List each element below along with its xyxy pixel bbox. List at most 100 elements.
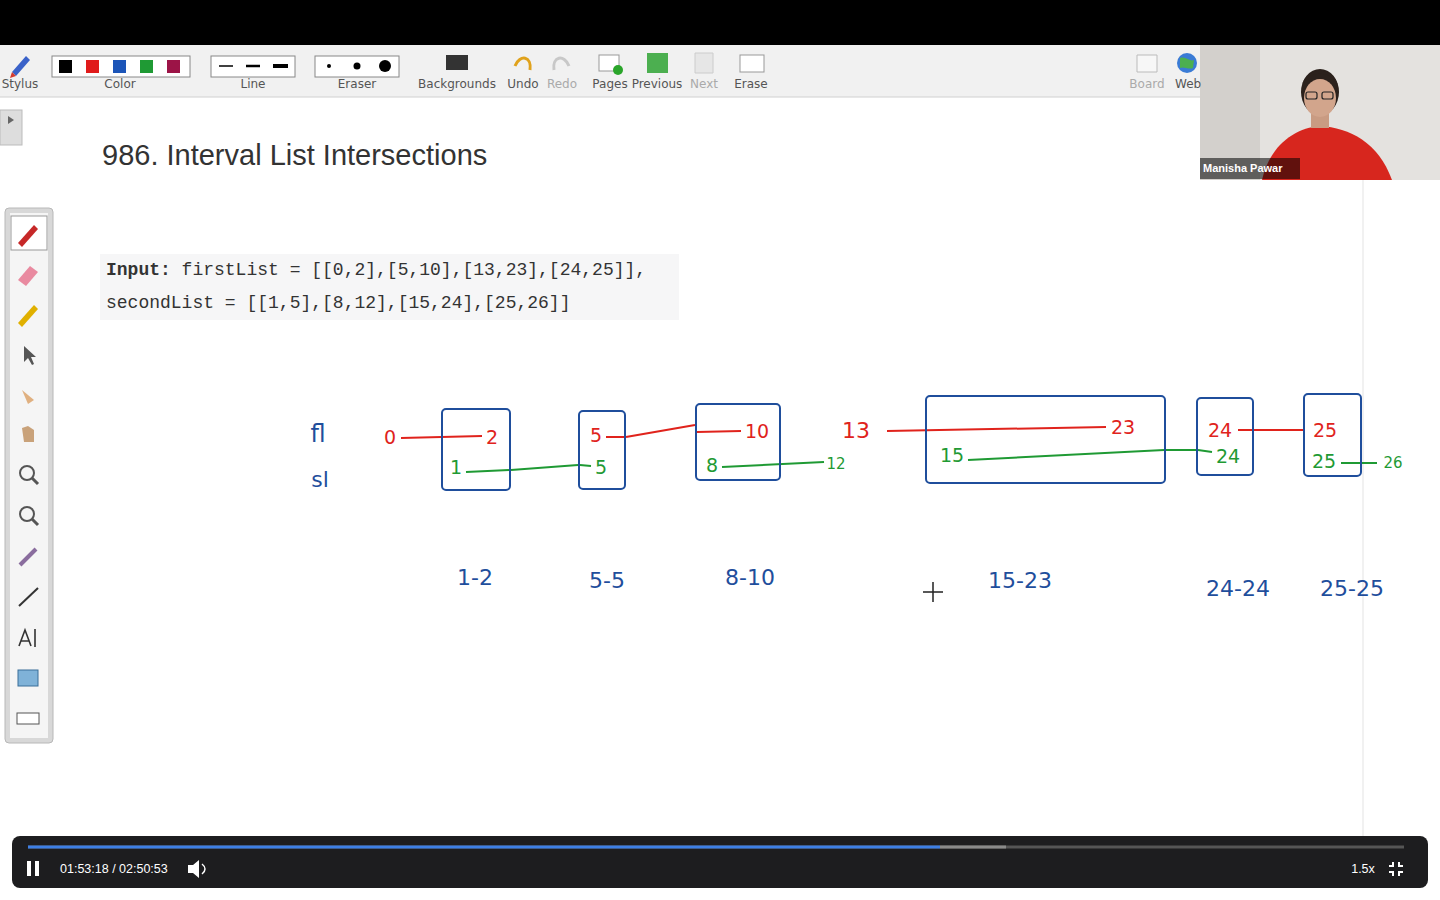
intersection-box: 21 [441,408,511,491]
fullscreen-icon [1389,862,1403,876]
undo-icon [515,58,530,70]
interval-segment [511,465,578,470]
interval-endpoint: 5 [595,457,607,477]
interval-line [697,431,741,432]
color-swatch [113,60,126,73]
color-swatch [86,60,99,73]
dropper-tool [20,549,36,565]
label-text: 01:53:18 / 02:50:53 [60,862,168,876]
interval-segment [1166,449,1196,451]
interval-endpoint: 5 [590,425,602,445]
line-tool [19,588,38,606]
label-text: Eraser [338,78,376,92]
pen-tool [18,225,38,247]
label-text: Manisha Pawar [1203,162,1282,175]
intersection-box: 55 [578,410,626,490]
interval-endpoint: 10 [745,421,769,441]
interval-line [968,450,1164,460]
line-sample [219,65,233,67]
interval-endpoint: 1 [450,457,462,477]
control-bar [12,836,1428,888]
intersection-box: 23 15 [925,395,1166,484]
laser-tool [22,390,34,404]
text-tool [19,629,35,647]
canvas-edge [1362,180,1364,836]
label-text: fl [310,421,325,449]
palette-body [10,213,48,738]
code-block: Input:firstList = [[0,2],[5,10],[13,23],… [100,254,679,320]
next-icon [695,53,713,73]
webcam-feed [1200,45,1440,180]
interval-line [606,436,624,438]
color-panel [52,56,190,77]
tool-palette [5,208,53,743]
redo-icon [554,58,569,70]
interval-segment [1254,429,1303,431]
line-panel [211,56,295,77]
eraser-panel [315,56,399,77]
highlighter-tool [18,305,38,327]
person-fringe [1302,71,1338,86]
intersection-box: 2525 [1303,393,1362,477]
side-tab-body [0,110,22,145]
interval-endpoint: 23 [1111,417,1135,437]
label-text: Erase [734,78,768,92]
label-text: 15-23 [988,568,1052,593]
interval-line [887,427,1106,431]
eraser-dot [354,63,361,70]
cursor-cross [923,582,943,602]
label-text: 25-25 [1320,576,1384,601]
label-text: Line [240,78,265,92]
label-text: 26 [1383,455,1402,472]
label-text: Board [1129,78,1164,92]
progress-played [28,846,940,849]
webcam-background [1200,45,1440,180]
label-text: Pages [592,78,627,92]
label-text: Color [104,78,135,92]
color-swatch [59,60,72,73]
interval-endpoint: 25 [1313,420,1337,440]
top-band [0,0,1440,45]
keyboard-tool [17,713,39,724]
zoom-handle [32,519,38,525]
eraser-dot [327,64,331,68]
person-face [1304,79,1336,117]
toolbar-icons [10,53,1197,78]
interval-line [722,462,824,467]
palette-selected [11,216,47,250]
color-swatch [167,60,180,73]
interval-endpoint: 24 [1216,446,1240,466]
label-text: Stylus [2,78,39,92]
side-tab-arrow [8,116,14,124]
interval-endpoint: 15 [940,445,964,465]
volume-icon [188,860,199,878]
interval-endpoint: 8 [706,455,718,475]
intersection-box: 2424 [1196,397,1254,476]
label-text: Next [690,78,718,92]
volume-wave [202,864,205,874]
side-tab [0,110,22,145]
label-text: 24-24 [1206,576,1270,601]
erase-icon [740,55,764,72]
label-text: 1.5x [1351,862,1375,876]
zoom-in-tool [20,466,34,480]
video-controls [12,836,1428,888]
code-text: firstList = [[0,2],[5,10],[13,23],[24,25… [106,260,646,313]
hand-tool [22,426,34,442]
line-sample [246,65,260,68]
pause-bar [35,861,39,876]
eraser-tool [18,266,38,286]
screenshot-tool [18,670,38,686]
label-text: 8-10 [725,565,775,590]
pages-plus [613,65,623,75]
label-text: Web [1175,78,1201,92]
interval-endpoint: 24 [1208,420,1232,440]
name-plate [1200,158,1300,179]
palette-frame [5,208,53,743]
label-text: Undo [507,78,538,92]
interval-endpoint: 2 [486,427,498,447]
progress-track [28,846,1404,849]
backgrounds-icon [446,55,468,70]
label-text: Backgrounds [418,78,496,92]
